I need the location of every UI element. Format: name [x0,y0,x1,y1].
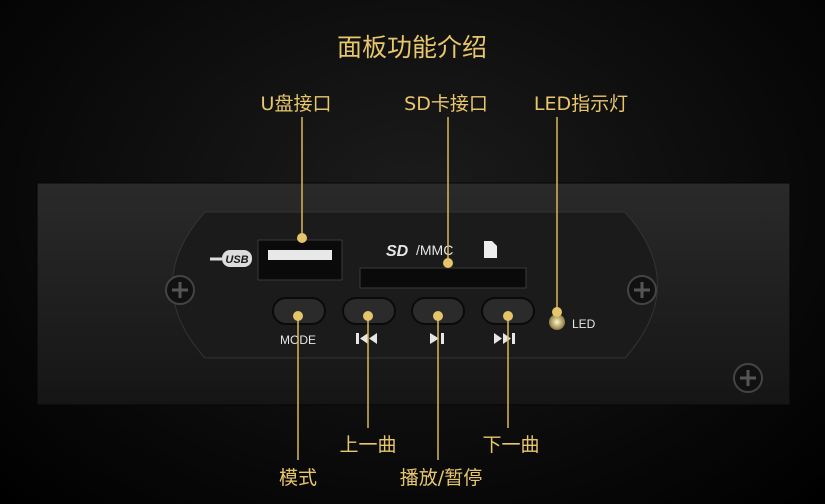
previous-track-icon [356,333,377,344]
callout-prev: 上一曲 [339,434,396,456]
sd-logo: SD [386,243,409,260]
callout-led: LED指示灯 [534,93,628,115]
callout-sd-port: SD卡接口 [404,93,488,115]
sd-card-slot[interactable] [359,267,527,289]
screw-icon [165,275,195,305]
mode-button[interactable] [272,297,326,325]
usb-port[interactable] [257,239,343,281]
mmc-label: /MMC [416,242,453,258]
callout-next: 下一曲 [482,434,539,456]
callout-usb-port: U盘接口 [261,93,332,115]
previous-button[interactable] [342,297,396,325]
screw-icon [733,363,763,393]
callout-play-pause: 播放/暂停 [400,467,482,489]
screw-icon [627,275,657,305]
play-pause-icon [430,333,444,344]
led-label: LED [572,317,596,331]
callout-mode: 模式 [279,467,317,489]
page-title: 面板功能介绍 [337,33,487,62]
sd-card-icon [484,241,497,258]
usb-logo: USB [210,250,252,267]
led-indicator [549,314,565,330]
callout-dots [293,233,562,321]
svg-text:USB: USB [225,254,248,266]
callout-lines [297,117,558,460]
next-track-icon [494,333,515,344]
